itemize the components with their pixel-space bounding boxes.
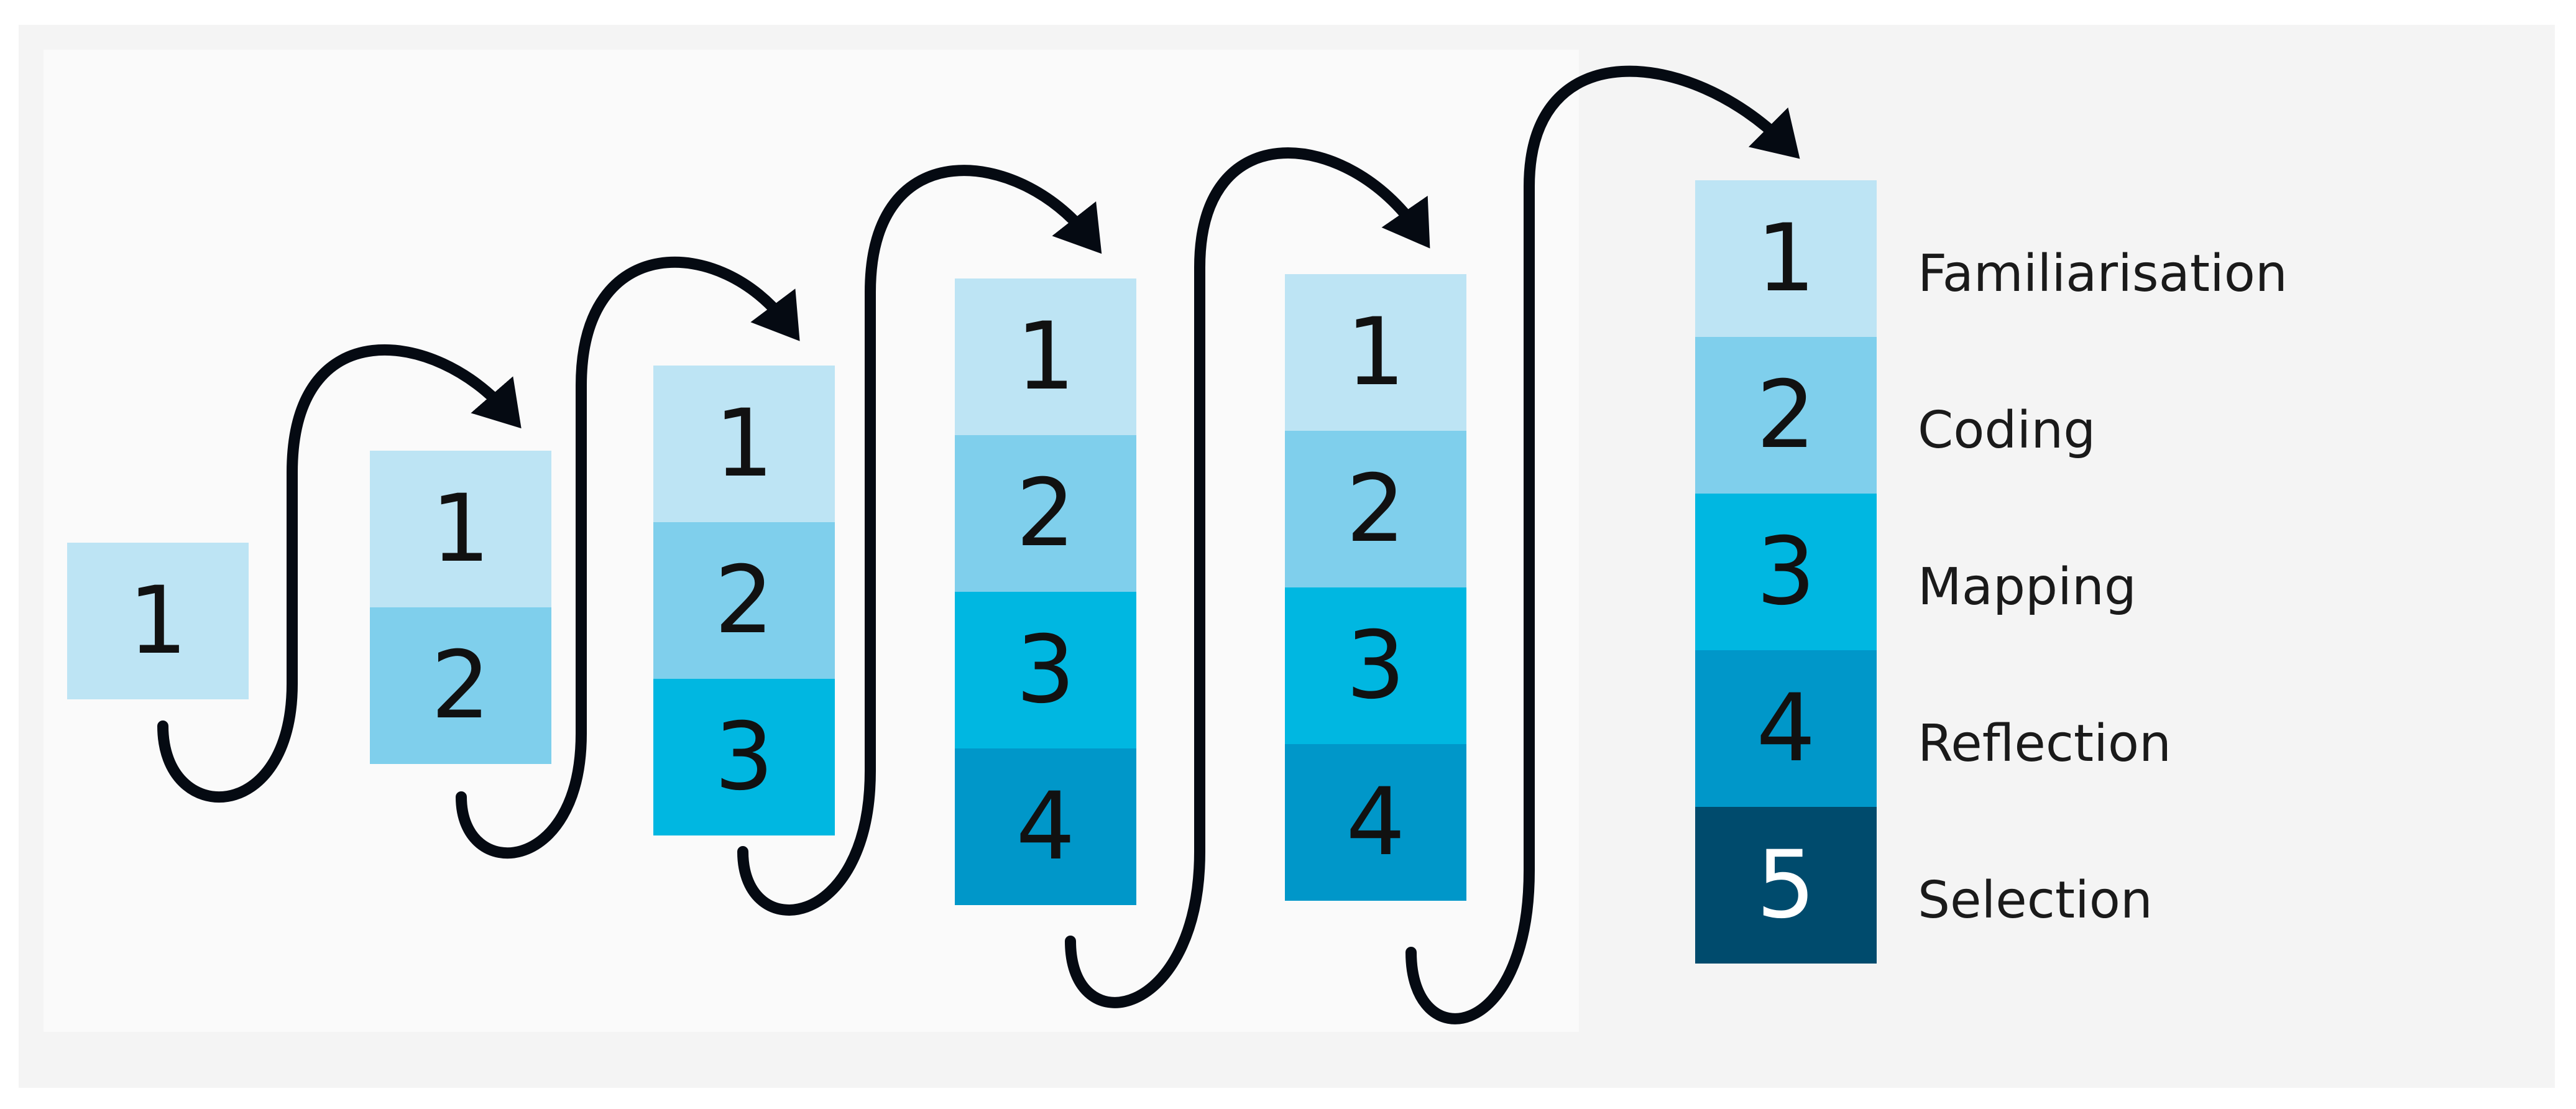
stage-6-step-1: 1 xyxy=(1695,180,1877,337)
stage-4-step-3: 3 xyxy=(955,592,1136,748)
arrow-1 xyxy=(157,344,522,803)
stage-5-step-2: 2 xyxy=(1285,431,1466,587)
stage-4-step-2: 2 xyxy=(955,435,1136,592)
stage-2-stack: 1 2 xyxy=(370,451,551,764)
stage-5-step-4: 4 xyxy=(1285,744,1466,901)
stage-3-step-3: 3 xyxy=(653,679,835,835)
stage-6-stack: 1 2 3 4 5 xyxy=(1695,180,1877,964)
arrow-4 xyxy=(1065,147,1430,1008)
arrow-3 xyxy=(737,165,1102,916)
stage-6-step-5: 5 xyxy=(1695,807,1877,964)
stage-5-stack: 1 2 3 4 xyxy=(1285,274,1466,901)
label-mapping: Mapping xyxy=(1918,558,2137,617)
stage-2-step-2: 2 xyxy=(370,607,551,764)
arrow-2 xyxy=(456,256,800,859)
label-reflection: Reflection xyxy=(1918,714,2171,773)
stage-2-step-1: 1 xyxy=(370,451,551,607)
label-familiarisation: Familiarisation xyxy=(1918,244,2288,303)
label-coding: Coding xyxy=(1918,401,2096,460)
stage-6-step-4: 4 xyxy=(1695,650,1877,807)
stage-1-stack: 1 xyxy=(67,543,249,699)
stage-3-stack: 1 2 3 xyxy=(653,366,835,835)
stage-6-step-3: 3 xyxy=(1695,494,1877,650)
stage-4-step-1: 1 xyxy=(955,278,1136,435)
stage-5-step-1: 1 xyxy=(1285,274,1466,431)
arrow-5 xyxy=(1405,65,1800,1024)
stage-3-step-2: 2 xyxy=(653,522,835,679)
stage-3-step-1: 1 xyxy=(653,366,835,522)
stage-6-step-2: 2 xyxy=(1695,337,1877,494)
stage-4-stack: 1 2 3 4 xyxy=(955,278,1136,905)
stage-4-step-4: 4 xyxy=(955,748,1136,905)
stage-5-step-3: 3 xyxy=(1285,587,1466,744)
label-selection: Selection xyxy=(1918,871,2153,930)
stage-1-step-1: 1 xyxy=(67,543,249,699)
